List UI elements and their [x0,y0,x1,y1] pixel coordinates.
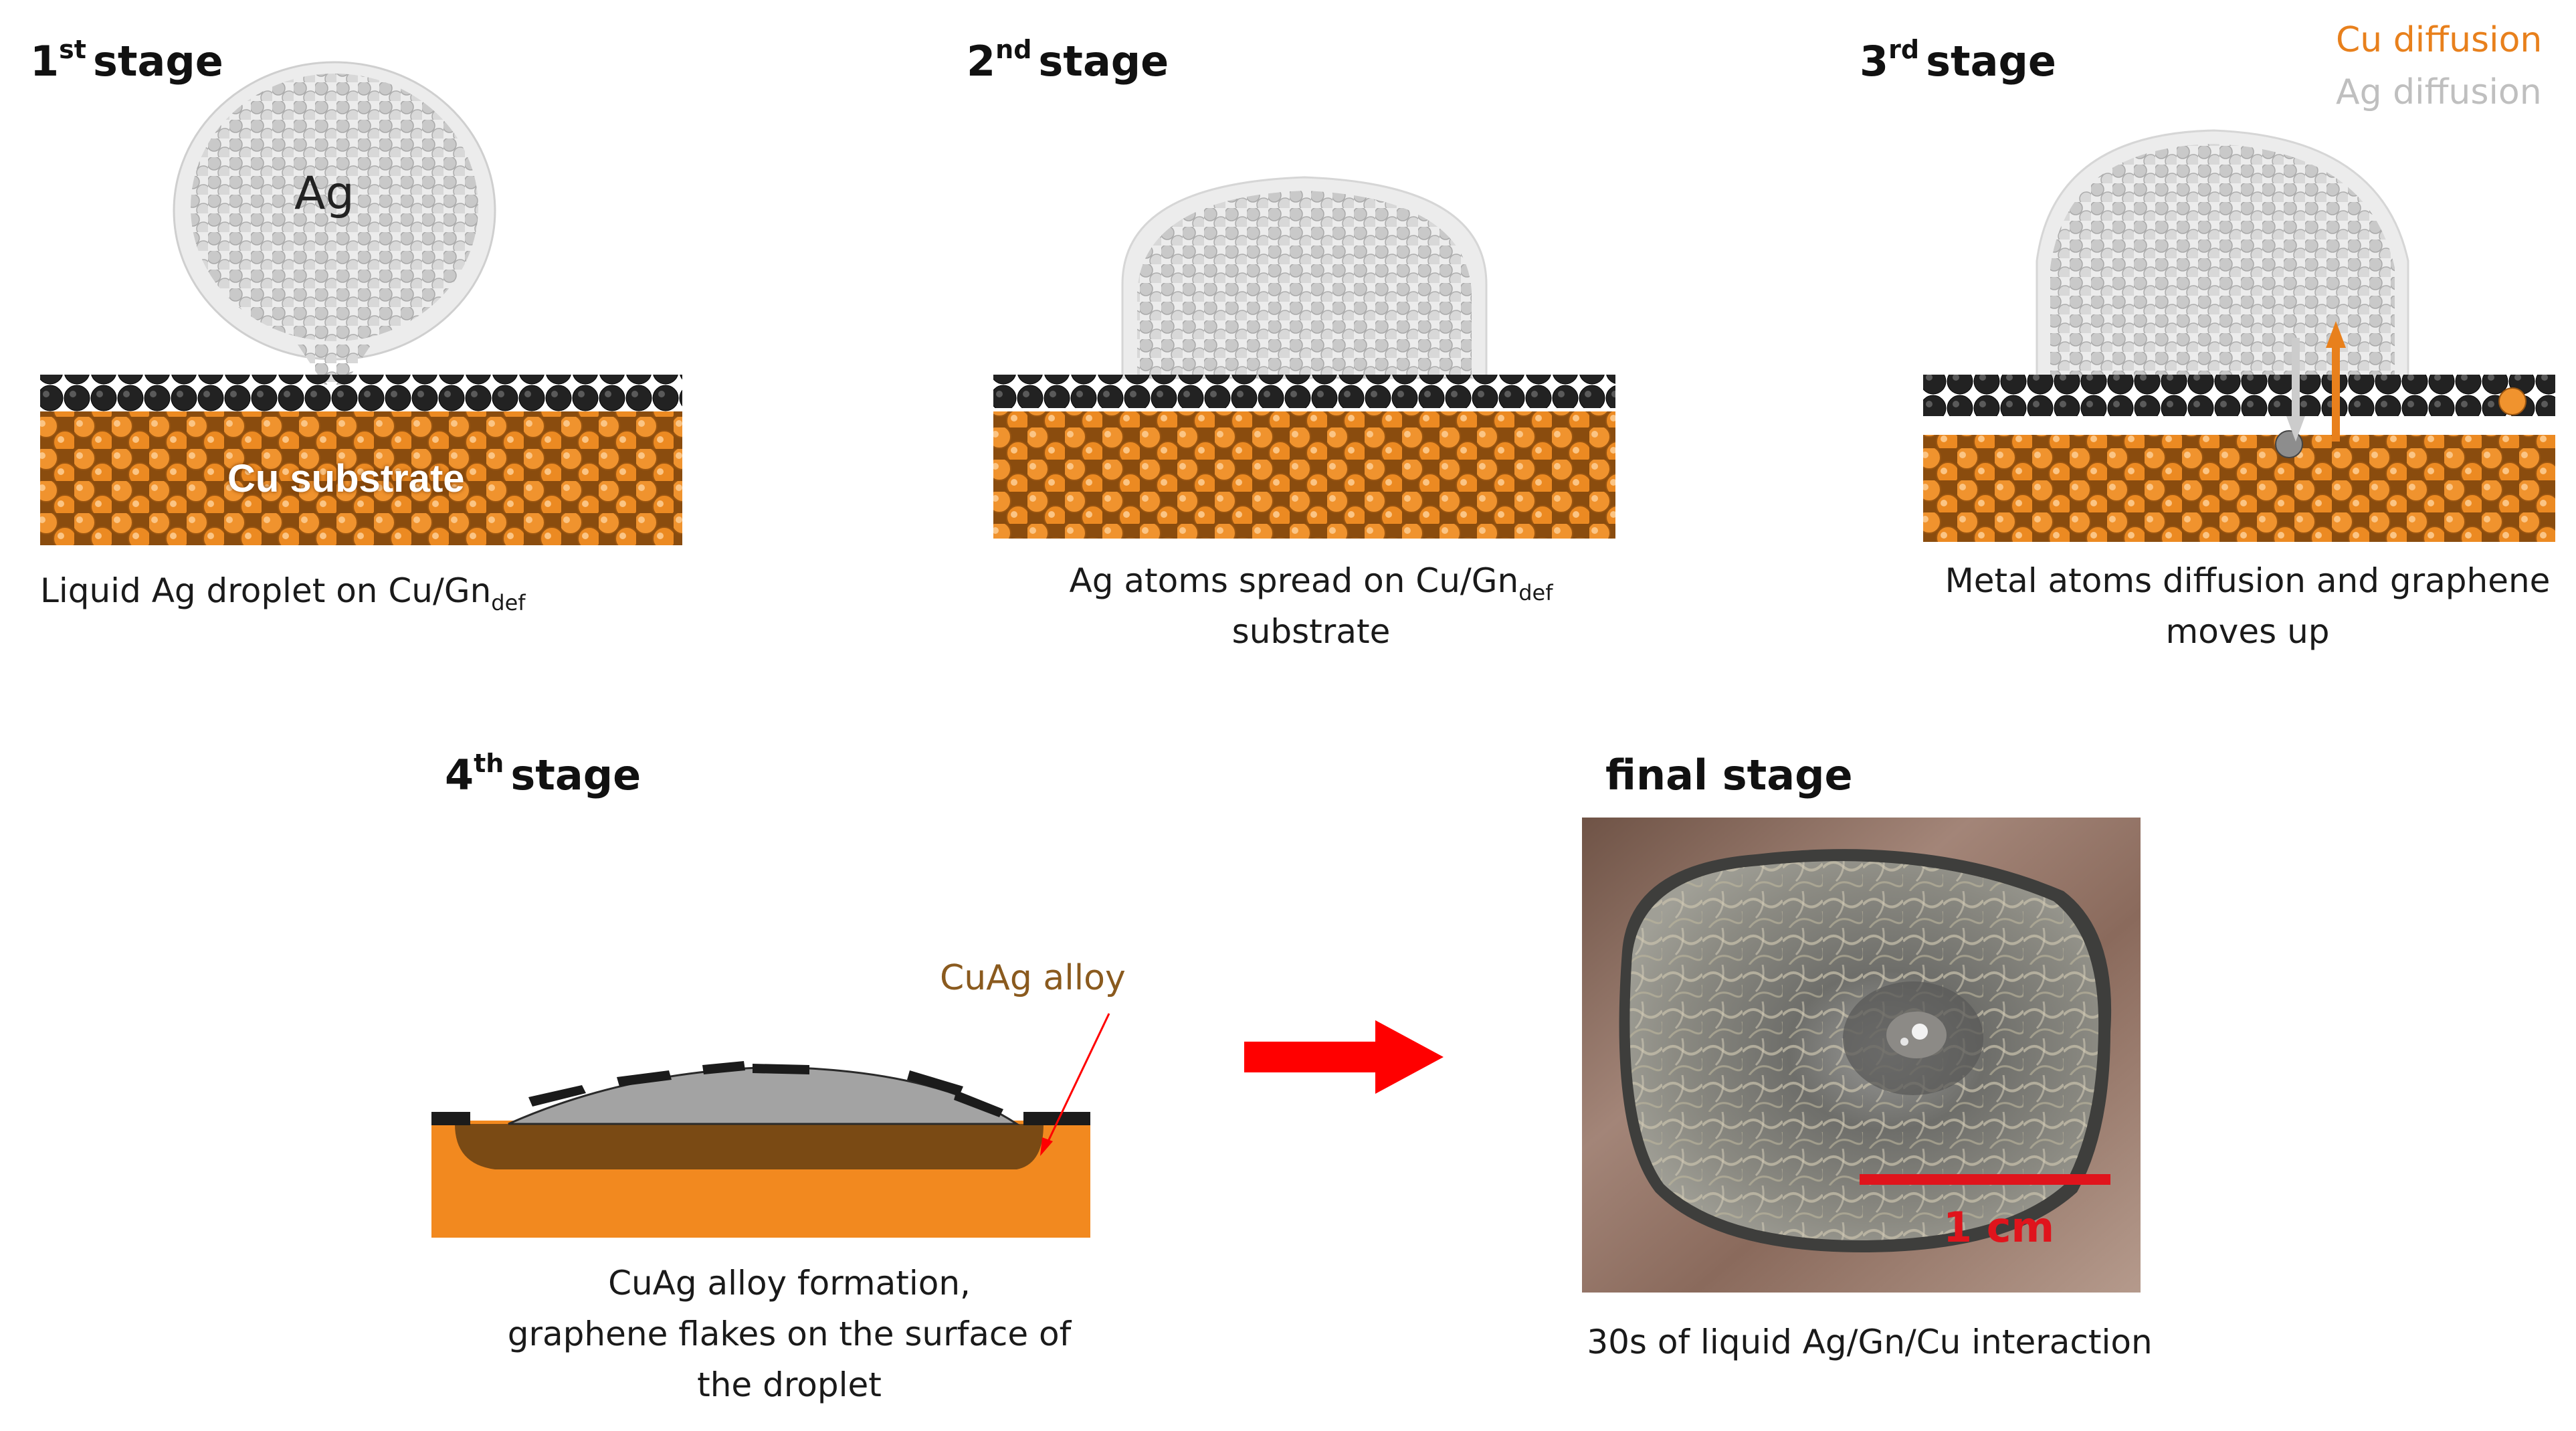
final-stage-title: final stage [1605,751,1853,799]
stage-2-simulation [993,176,1615,539]
substrate-label: Cu substrate [227,457,465,500]
legend-ag-diffusion: Ag diffusion [2336,72,2542,112]
stage-1-simulation [40,61,682,545]
stage-1-caption: Liquid Ag droplet on Cu/Gndef [40,571,526,615]
stage-4-caption: CuAg alloy formation, graphene flakes on… [507,1264,1072,1404]
stage-3-caption: Metal atoms diffusion and graphene moves… [1945,561,2551,651]
stage-2-caption: Ag atoms spread on Cu/Gndef substrate [1069,561,1553,651]
final-stage-caption: 30s of liquid Ag/Gn/Cu interaction [1587,1323,2153,1361]
stage-4-schematic [431,1013,1110,1238]
droplet-label: Ag [294,167,355,220]
stage-3-simulation [1923,129,2555,542]
transition-arrow [1244,1020,1444,1094]
scale-bar [1860,1174,2110,1185]
cu-diffusion-arrow [2326,321,2346,442]
scale-bar-label: 1 cm [1943,1203,2055,1252]
legend-cu-diffusion: Cu diffusion [2336,20,2543,60]
alloy-label: CuAg alloy [940,958,1126,998]
final-stage-photo [1582,818,2141,1293]
ag-diffusion-arrow [2286,338,2305,442]
